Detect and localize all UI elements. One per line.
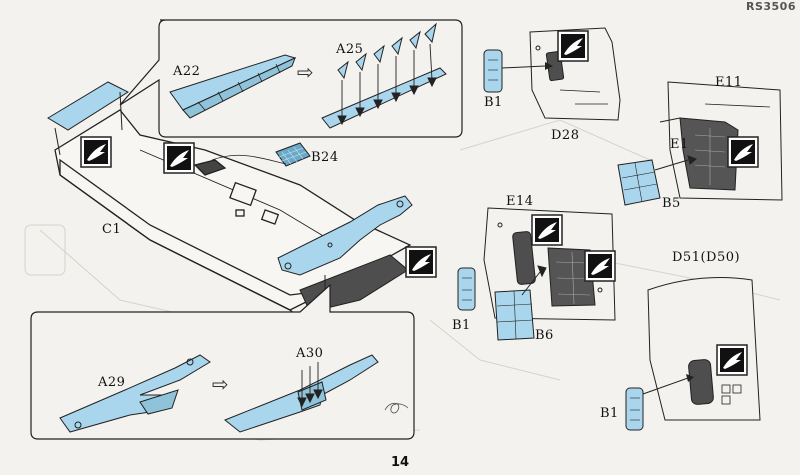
part-b1-bottom bbox=[625, 374, 694, 431]
label-a30: A30 bbox=[296, 346, 324, 361]
kit-code: RS3506 bbox=[745, 0, 796, 13]
photo-etch-symbol-icon bbox=[531, 214, 563, 246]
photo-etch-symbol-icon bbox=[405, 246, 437, 278]
label-e14: E14 bbox=[506, 194, 534, 209]
label-a25: A25 bbox=[336, 42, 364, 57]
part-b6 bbox=[494, 265, 547, 341]
label-b1-top: B1 bbox=[484, 95, 503, 110]
part-b24 bbox=[211, 142, 311, 167]
page-number: 14 bbox=[391, 455, 410, 470]
label-d28: D28 bbox=[551, 128, 580, 143]
label-c1: C1 bbox=[102, 222, 122, 237]
callout-top bbox=[119, 19, 463, 138]
label-b24: B24 bbox=[311, 150, 339, 165]
part-b1-top bbox=[483, 49, 553, 93]
part-a29-placed bbox=[277, 195, 413, 276]
label-b5: B5 bbox=[662, 196, 681, 211]
label-e1: E1 bbox=[670, 137, 689, 152]
scribble-mark bbox=[384, 402, 409, 414]
part-b5 bbox=[617, 155, 697, 206]
panel-e11 bbox=[659, 81, 783, 201]
photo-etch-symbol-icon bbox=[716, 344, 748, 376]
photo-etch-symbol-icon bbox=[557, 30, 589, 62]
part-a30 bbox=[224, 354, 379, 433]
part-a25 bbox=[321, 22, 447, 129]
photo-etch-symbol-icon bbox=[727, 136, 759, 168]
label-a29: A29 bbox=[98, 375, 126, 390]
label-b1-mid: B1 bbox=[452, 318, 471, 333]
photo-etch-symbol-icon bbox=[584, 250, 616, 282]
label-d51: D51(D50) bbox=[672, 250, 741, 265]
step-arrow-icon: ⇨ bbox=[297, 60, 314, 84]
label-a22: A22 bbox=[173, 64, 201, 79]
part-a22 bbox=[169, 54, 297, 119]
label-b6: B6 bbox=[535, 328, 554, 343]
photo-etch-symbol-icon bbox=[80, 136, 112, 168]
panel-d51 bbox=[647, 277, 761, 421]
panel-d28 bbox=[529, 27, 621, 121]
label-e11: E11 bbox=[715, 75, 743, 90]
part-a29 bbox=[59, 354, 211, 433]
part-a22-placed bbox=[47, 81, 130, 131]
step-arrow-icon: ⇨ bbox=[212, 372, 229, 396]
label-b1-bottom: B1 bbox=[600, 406, 619, 421]
photo-etch-symbol-icon bbox=[163, 142, 195, 174]
part-b1-mid bbox=[457, 267, 476, 311]
